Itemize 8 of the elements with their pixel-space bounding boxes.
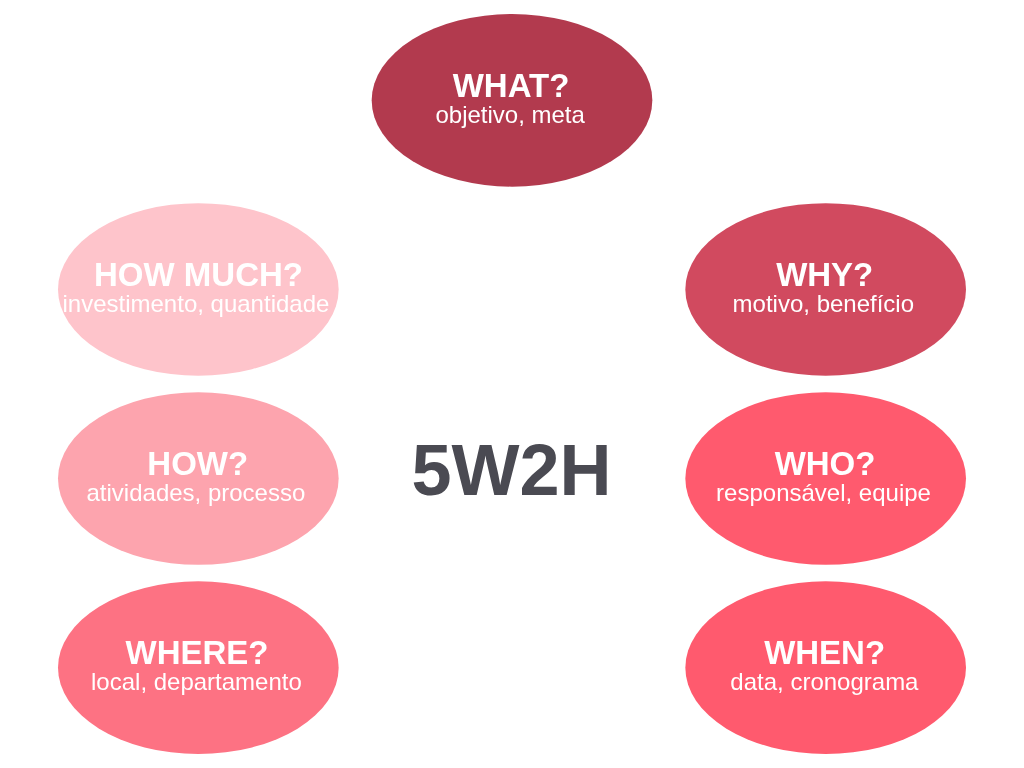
node-ellipse: WHY? motivo, benefício: [685, 203, 966, 376]
node-ellipse: WHAT? objetivo, meta: [371, 14, 653, 187]
node-ellipse: WHO? responsável, equipe: [685, 392, 966, 565]
node-ellipse: WHERE? local, departamento: [58, 581, 339, 754]
node-ellipse: WHEN? data, cronograma: [685, 581, 966, 754]
node-ellipse: HOW MUCH? investimento, quantidade: [58, 203, 339, 376]
label: 5W2H: [411, 429, 612, 510]
node-ellipse: HOW? atividades, processo: [58, 392, 339, 565]
